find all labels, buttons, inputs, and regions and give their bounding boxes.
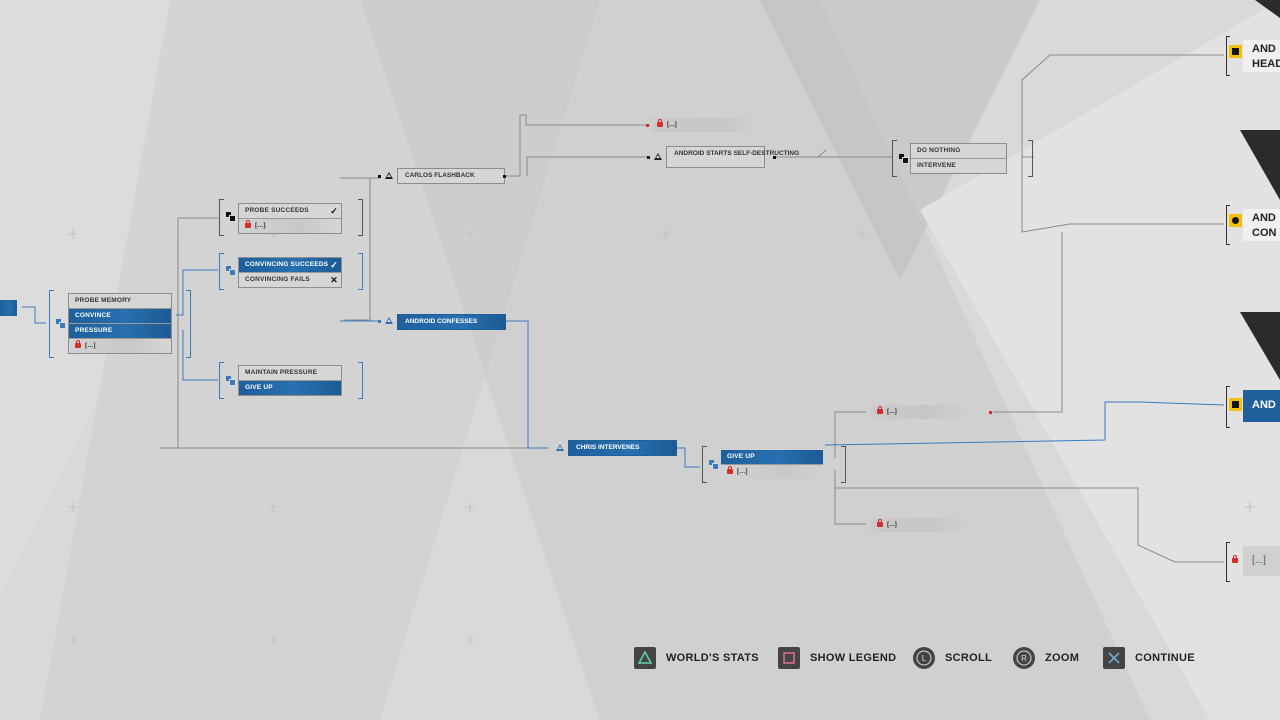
- padlock-icon: [1232, 555, 1238, 563]
- padlock-icon: [75, 340, 81, 348]
- giveup-choice-group: GIVE UP [...]: [721, 450, 823, 479]
- probe-bracket-left: [219, 199, 224, 236]
- event-triangle-icon: [556, 444, 564, 451]
- convince-bracket-right: [358, 253, 363, 290]
- check-icon: ✓: [330, 260, 338, 270]
- square-button-icon: [778, 647, 800, 669]
- check-icon: ✓: [330, 206, 338, 216]
- connector-dot: [773, 156, 776, 159]
- ending-selected[interactable]: AND: [1243, 390, 1280, 422]
- choice-give-up[interactable]: GIVE UP: [239, 380, 341, 395]
- probe-bracket-right: [358, 199, 363, 236]
- padlock-badge-icon: [1229, 45, 1242, 58]
- node-locked-top[interactable]: [...]: [650, 118, 757, 132]
- footer-continue[interactable]: CONTINUE: [1103, 646, 1195, 670]
- choice-convince[interactable]: CONVINCE: [69, 308, 171, 323]
- choice-locked[interactable]: [...]: [239, 218, 341, 233]
- choice-intervene[interactable]: INTERVENE: [911, 158, 1006, 173]
- footer-label: CONTINUE: [1135, 652, 1195, 664]
- connector-dot: [989, 411, 992, 414]
- footer-label: WORLD'S STATS: [666, 652, 759, 664]
- choice-do-nothing[interactable]: DO NOTHING: [917, 147, 961, 154]
- padlock-icon: [657, 119, 663, 127]
- giveup-bracket-left: [702, 446, 707, 483]
- footer-worlds-stats[interactable]: WORLD'S STATS: [634, 646, 759, 670]
- padlock-icon: [727, 466, 733, 474]
- entry-choice-group: PROBE MEMORY CONVINCE PRESSURE [...]: [68, 293, 172, 354]
- node-chris-intervenes[interactable]: CHRIS INTERVENES: [568, 440, 677, 456]
- svg-text:R: R: [1021, 654, 1027, 663]
- intervene-bracket-right: [1028, 140, 1033, 177]
- connector-dot: [647, 156, 650, 159]
- choice-convincing-fails[interactable]: CONVINCING FAILS✕: [239, 272, 341, 287]
- cross-icon: ✕: [330, 275, 338, 285]
- svg-text:L: L: [922, 654, 927, 663]
- choice-locked[interactable]: [...]: [721, 464, 823, 479]
- convince-choice-group: CONVINCING SUCCEEDS✓ CONVINCING FAILS✕: [238, 257, 342, 288]
- padlock-icon: [877, 519, 883, 527]
- connector-dot: [646, 124, 649, 127]
- node-locked-lower[interactable]: [...]: [870, 518, 967, 532]
- footer-scroll[interactable]: L SCROLL: [913, 646, 992, 670]
- pressure-bracket-left: [219, 362, 224, 399]
- footer-label: SCROLL: [945, 652, 993, 664]
- choice-probe-memory[interactable]: PROBE MEMORY: [75, 297, 132, 304]
- multiple-choice-icon: [56, 319, 66, 329]
- skull-badge-icon: [1229, 214, 1242, 227]
- multiple-choice-icon: [709, 460, 719, 470]
- multiple-choice-icon: [899, 154, 909, 164]
- footer-show-legend[interactable]: SHOW LEGEND: [778, 646, 896, 670]
- probe-choice-group: PROBE SUCCEEDS✓ [...]: [238, 203, 342, 234]
- pressure-choice-group: MAINTAIN PRESSURE GIVE UP: [238, 365, 342, 396]
- connector-dot: [378, 320, 381, 323]
- padlock-badge-icon: [1229, 398, 1242, 411]
- choice-probe-succeeds[interactable]: PROBE SUCCEEDS✓: [245, 206, 338, 216]
- triangle-button-icon: [634, 647, 656, 669]
- padlock-icon: [877, 406, 883, 414]
- choice-maintain-pressure[interactable]: MAINTAIN PRESSURE: [245, 369, 318, 376]
- choice-bracket-left: [49, 290, 54, 358]
- choice-pressure[interactable]: PRESSURE: [69, 323, 171, 338]
- left-stick-icon: L: [913, 647, 935, 669]
- ending-bracket: [1226, 36, 1230, 76]
- previous-node-stub[interactable]: [0, 300, 17, 316]
- pressure-bracket-right: [358, 362, 363, 399]
- footer-label: SHOW LEGEND: [810, 652, 897, 664]
- padlock-icon: [245, 220, 251, 228]
- ending-bracket: [1226, 205, 1230, 245]
- footer-zoom[interactable]: R ZOOM: [1013, 646, 1079, 670]
- multiple-choice-icon: [226, 212, 236, 222]
- ending-bracket: [1226, 386, 1230, 428]
- event-triangle-icon: [654, 153, 662, 160]
- choice-give-up[interactable]: GIVE UP: [721, 450, 823, 464]
- right-stick-icon: R: [1013, 647, 1035, 669]
- footer-label: ZOOM: [1045, 652, 1080, 664]
- event-triangle-icon: [385, 172, 393, 179]
- choice-convincing-succeeds[interactable]: CONVINCING SUCCEEDS✓: [239, 258, 341, 272]
- cross-button-icon: [1103, 647, 1125, 669]
- choice-bracket-right: [186, 290, 191, 358]
- event-triangle-icon: [385, 317, 393, 324]
- giveup-bracket-right: [841, 446, 846, 483]
- choice-locked[interactable]: [...]: [69, 338, 171, 353]
- connector-dot: [378, 175, 381, 178]
- node-android-self-destructing[interactable]: ANDROID STARTS SELF-DESTRUCTING: [666, 146, 799, 168]
- convince-bracket-left: [219, 253, 224, 290]
- multiple-choice-icon: [226, 376, 236, 386]
- ending-locked[interactable]: [...]: [1243, 546, 1280, 576]
- node-locked-upper[interactable]: [...]: [870, 405, 967, 419]
- connector-dot: [503, 175, 506, 178]
- node-android-confesses[interactable]: ANDROID CONFESSES: [397, 314, 506, 330]
- intervene-bracket-left: [892, 140, 897, 177]
- node-carlos-flashback[interactable]: CARLOS FLASHBACK: [397, 168, 505, 184]
- multiple-choice-icon: [226, 266, 236, 276]
- ending-bracket: [1226, 542, 1230, 582]
- intervene-choice-group: DO NOTHING INTERVENE: [910, 143, 1007, 174]
